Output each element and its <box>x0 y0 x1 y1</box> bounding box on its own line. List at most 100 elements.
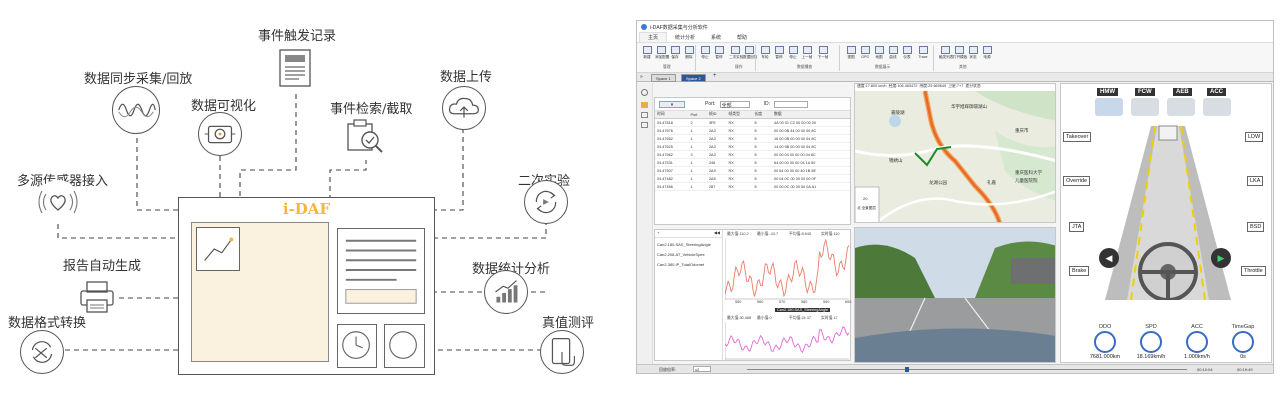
pause-button[interactable]: ⏸ <box>659 100 685 108</box>
table-cell: RX <box>726 118 753 127</box>
menu-tab-help[interactable]: 帮助 <box>737 35 748 41</box>
ribbon-button[interactable]: 保存 <box>669 46 681 60</box>
tab-space-2[interactable]: Space 2 <box>681 74 706 82</box>
collapse-left-icon[interactable]: ◀◀ <box>713 230 720 235</box>
expand-icon[interactable] <box>641 112 648 118</box>
double-chevron-icon[interactable]: » <box>640 74 643 80</box>
ribbon-button[interactable]: 下一帧 <box>817 46 829 60</box>
gauge-odo-value: 7681.000km <box>1089 354 1121 360</box>
ribbon-button[interactable]: 打开模板 <box>953 46 967 60</box>
ribbon-button[interactable]: 停止 <box>699 46 711 60</box>
ribbon-button[interactable]: 二次实验 <box>729 46 743 60</box>
table-cell: RX <box>726 134 753 143</box>
table-cell: 00 00 0C 00 00 50 0A A1 <box>771 182 850 191</box>
ribbon-icon <box>656 46 666 54</box>
ribbon-button[interactable]: 地图 <box>873 46 885 60</box>
feature-report-label: 报告自动生成 <box>63 259 142 274</box>
adas-fcw-label: FCW <box>1135 88 1155 96</box>
table-cell: 04.47818 <box>655 118 689 127</box>
table-cell: 1 <box>688 142 707 151</box>
ribbon-button[interactable]: 电源 <box>981 46 993 60</box>
table-header[interactable]: 长度 <box>752 111 772 119</box>
menu-tab-stats[interactable]: 统计分析 <box>675 35 696 41</box>
table-cell: 2 <box>688 118 707 127</box>
gauge-odo-name: ODO <box>1098 324 1112 330</box>
menu-tab-home[interactable]: 主页 <box>639 32 668 42</box>
map-place: 重庆医科大学 <box>1015 170 1042 175</box>
chart-top-max: 最大值:110.2 <box>727 232 749 236</box>
add-tab-icon[interactable]: + <box>713 73 717 79</box>
ribbon-button-label: 暂停 <box>715 55 723 59</box>
collapse-icon[interactable] <box>641 122 648 128</box>
ribbon-button[interactable]: 状态 <box>967 46 979 60</box>
ribbon-button[interactable]: GPS <box>859 46 871 59</box>
ribbon-button-label: 停止 <box>701 55 709 59</box>
ribbon-button-label: 新建 <box>643 55 651 59</box>
ribbon-button-label: GPS <box>861 55 869 59</box>
ribbon-button[interactable]: 曲线 <box>887 46 899 60</box>
playback-slider-handle[interactable] <box>905 367 909 372</box>
signal-item[interactable]: Can2.180.SAS_SteeringAngle <box>657 242 711 247</box>
ribbon-button[interactable]: 仪表 <box>901 46 913 60</box>
table-header[interactable]: 数据 <box>771 111 850 119</box>
id-input[interactable] <box>773 100 808 108</box>
ribbon-button[interactable]: 新建 <box>641 46 653 60</box>
gauge-odo-dial <box>1094 331 1116 353</box>
chart-tooltip: Can2.180.SAS_SteeringAngle <box>775 308 831 312</box>
search-icon[interactable] <box>641 89 648 96</box>
ribbon-icon <box>802 46 812 54</box>
cloud-upload-icon <box>442 86 486 130</box>
menu-tab-system[interactable]: 系统 <box>711 35 722 41</box>
map-place: 儿童医院院 <box>1015 178 1038 183</box>
ribbon-button[interactable]: 暂停 <box>713 46 725 60</box>
adas-acc-label: ACC <box>1207 88 1226 96</box>
ribbon-button-label: 保存 <box>671 55 679 59</box>
tab-space-1[interactable]: Space 1 <box>651 74 676 82</box>
ribbon-icon <box>788 46 798 54</box>
table-cell: 2A5 <box>706 174 727 183</box>
add-signal-icon[interactable]: + <box>657 230 660 235</box>
ribbon-button[interactable]: 停止 <box>787 46 799 60</box>
table-cell: 8 <box>752 118 772 127</box>
ribbon-button[interactable]: 删除 <box>683 46 695 60</box>
playback-speed-select[interactable]: x2 <box>693 366 711 372</box>
folder-icon[interactable] <box>641 102 648 108</box>
ribbon-button[interactable]: 车轮 <box>759 46 771 60</box>
ribbon-button-label: 视图 <box>847 55 855 59</box>
ribbon-button[interactable]: 上一帧 <box>801 46 813 60</box>
map-canvas[interactable] <box>855 91 1056 223</box>
table-header[interactable]: 帧ID <box>706 111 727 119</box>
gauge-block <box>384 324 425 368</box>
port-select[interactable]: 全部 <box>719 100 750 109</box>
next-arrow-button[interactable]: ▶ <box>1211 248 1231 268</box>
ribbon-button[interactable]: 视图 <box>845 46 857 60</box>
ribbon-button[interactable]: 数据回放 <box>743 46 757 60</box>
prev-arrow-button[interactable]: ◀ <box>1099 248 1119 268</box>
table-header[interactable]: 帧类型 <box>726 111 753 119</box>
ribbon-group-label: 数据展示 <box>875 65 891 69</box>
ribbon-button[interactable]: 触发列表 <box>939 46 953 60</box>
feature-truth-eval-label: 真值测评 <box>542 316 595 331</box>
main-panel-block <box>191 222 329 362</box>
feature-data-upload-label: 数据上传 <box>440 70 493 85</box>
ribbon-button[interactable]: Trace <box>917 46 929 59</box>
ribbon-button[interactable]: 暂停 <box>773 46 785 60</box>
gauge-timegap-dial <box>1232 331 1254 353</box>
table-header[interactable]: Port <box>688 111 707 119</box>
table-cell: 3FE <box>706 118 727 127</box>
table-header[interactable]: 时间 <box>655 111 689 119</box>
ribbon-button[interactable]: 添加配置 <box>655 46 669 60</box>
car-fcw-icon <box>1131 98 1159 116</box>
signal-item[interactable]: Can2.208.AT_VehicleSpee <box>657 252 705 257</box>
playback-slider[interactable] <box>747 369 1187 370</box>
signal-item[interactable]: Can2.380.IP_TotalOdomet <box>657 262 705 267</box>
